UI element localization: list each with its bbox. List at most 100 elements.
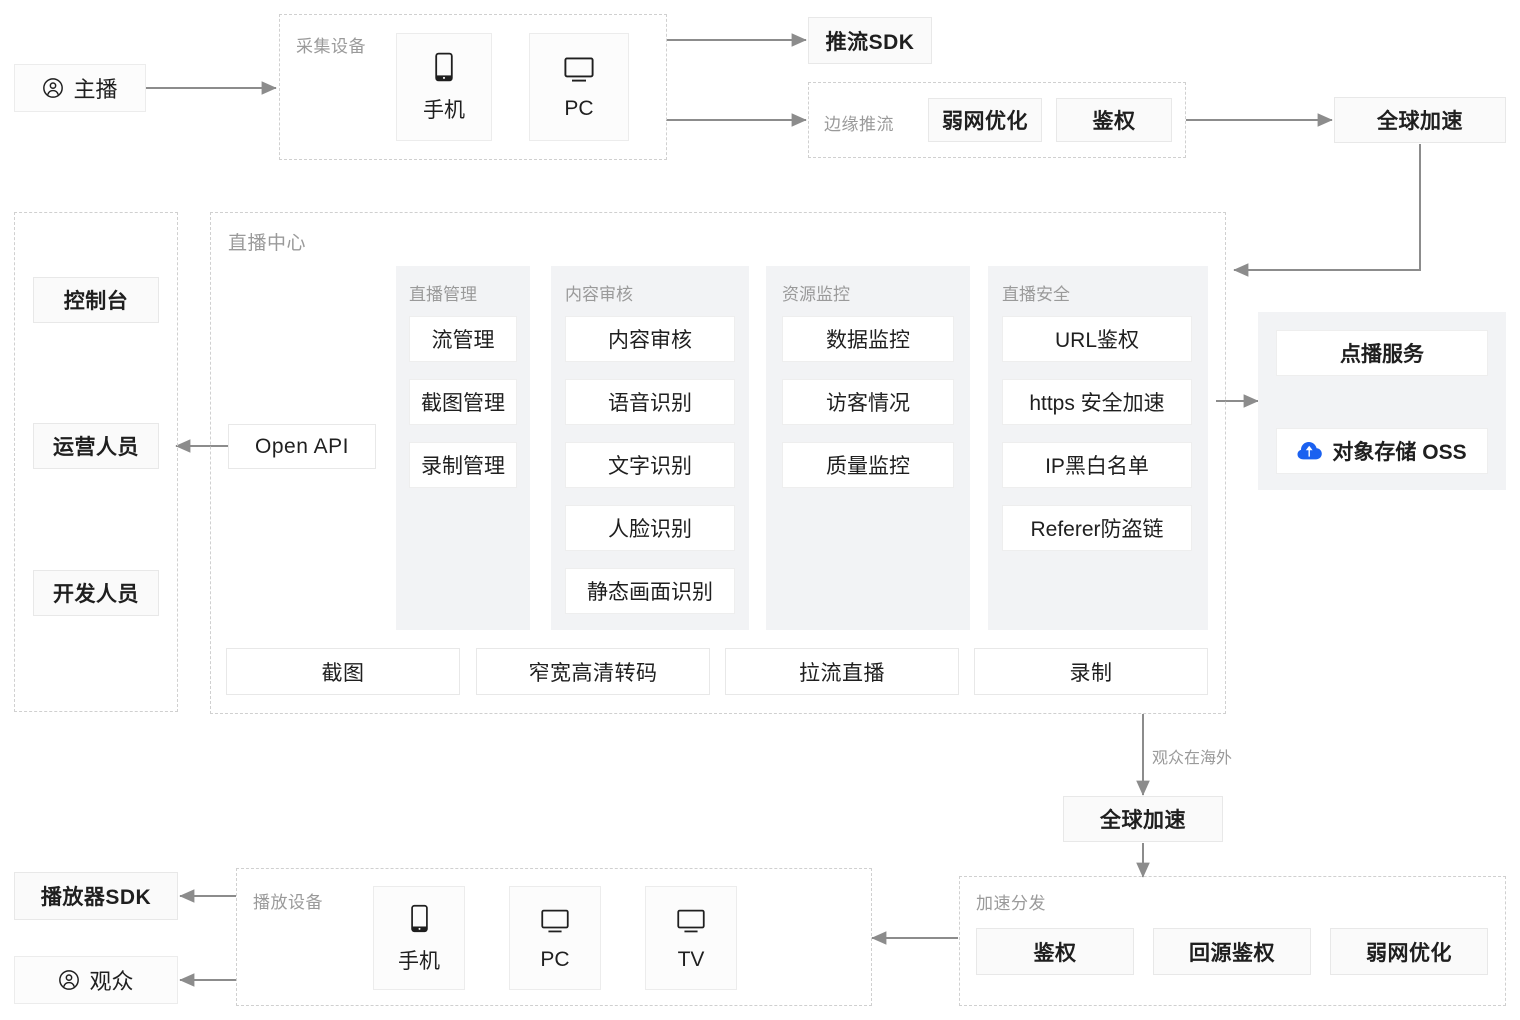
distribution-item-origin-auth-label: 回源鉴权 [1189,941,1275,965]
capture-device-pc[interactable]: PC [529,33,629,141]
live-security-item-referer[interactable]: Referer防盗链 [1002,505,1192,551]
global-accel-top-node[interactable]: 全球加速 [1334,97,1506,143]
live-mgmt-item-snapshot-label: 截图管理 [421,392,505,415]
mobile-icon [434,50,454,84]
playback-device-pc-label: PC [540,948,570,971]
live-security-item-https-label: https 安全加速 [1029,392,1165,415]
edge-push-item-weak-net-label: 弱网优化 [942,110,1028,133]
capture-device-mobile[interactable]: 手机 [396,33,492,141]
playback-device-tv[interactable]: TV [645,886,737,990]
live-mgmt-item-stream-label: 流管理 [431,329,495,352]
user-circle-icon [42,77,64,99]
live-security-item-referer-label: Referer防盗链 [1030,518,1164,541]
live-center-footer-snapshot-label: 截图 [321,661,365,685]
live-center-footer-pull-stream-label: 拉流直播 [799,661,885,685]
edge-push-group-label: 边缘推流 [824,115,894,134]
content-audit-item-ocr[interactable]: 文字识别 [565,442,735,488]
live-center-footer-record[interactable]: 录制 [974,648,1208,695]
content-audit-item-review[interactable]: 内容审核 [565,316,735,362]
edge-push-item-auth[interactable]: 鉴权 [1056,98,1172,142]
actor-viewer: 观众 [14,956,178,1004]
resource-monitor-item-visitors-label: 访客情况 [826,392,910,415]
live-mgmt-item-record-label: 录制管理 [421,455,505,478]
live-center-footer-record-label: 录制 [1069,661,1113,685]
global-accel-top-label: 全球加速 [1377,110,1463,133]
content-audit-item-ocr-label: 文字识别 [608,455,692,478]
monitor-icon [563,53,595,87]
actor-viewer-label: 观众 [89,969,134,994]
sidebar-item-console-label: 控制台 [63,290,129,313]
live-mgmt-item-stream[interactable]: 流管理 [409,316,517,362]
capture-device-mobile-label: 手机 [423,99,465,122]
live-mgmt-item-snapshot[interactable]: 截图管理 [409,379,517,425]
live-security-item-https[interactable]: https 安全加速 [1002,379,1192,425]
player-sdk-label: 播放器SDK [40,886,152,909]
actor-anchor: 主播 [14,64,146,112]
push-sdk-node[interactable]: 推流SDK [808,17,932,64]
global-accel-bottom-label: 全球加速 [1100,809,1186,832]
live-security-item-ip-list[interactable]: IP黑白名单 [1002,442,1192,488]
content-audit-item-asr-label: 语音识别 [608,392,692,415]
live-center-group-label: 直播中心 [228,233,307,254]
sidebar-item-operations[interactable]: 运营人员 [33,423,159,469]
distribution-item-origin-auth[interactable]: 回源鉴权 [1153,928,1311,975]
sidebar-item-developers-label: 开发人员 [53,583,139,606]
live-mgmt-item-record[interactable]: 录制管理 [409,442,517,488]
stakeholder-group [14,212,178,712]
monitor-icon [540,904,570,938]
playback-device-mobile[interactable]: 手机 [373,886,465,990]
playback-device-group [236,868,872,1006]
content-audit-item-static-frame[interactable]: 静态画面识别 [565,568,735,614]
sidebar-item-developers[interactable]: 开发人员 [33,570,159,616]
live-center-footer-snapshot[interactable]: 截图 [226,648,460,695]
live-center-column-resource-monitor-title: 资源监控 [782,285,850,304]
storage-item-vod[interactable]: 点播服务 [1276,330,1488,376]
live-center-footer-transcode-label: 窄宽高清转码 [528,661,658,685]
distribution-item-weak-net[interactable]: 弱网优化 [1330,928,1488,975]
storage-item-oss[interactable]: 对象存储 OSS [1276,428,1488,474]
capture-device-pc-label: PC [564,97,594,120]
distribution-item-auth[interactable]: 鉴权 [976,928,1134,975]
mobile-icon [410,901,429,935]
content-audit-item-review-label: 内容审核 [608,329,692,352]
live-center-footer-pull-stream[interactable]: 拉流直播 [725,648,959,695]
live-center-group [210,212,1226,714]
live-center-footer-transcode[interactable]: 窄宽高清转码 [476,648,710,695]
resource-monitor-item-quality[interactable]: 质量监控 [782,442,954,488]
distribution-item-weak-net-label: 弱网优化 [1366,941,1452,965]
playback-device-tv-label: TV [677,948,705,971]
sidebar-item-operations-label: 运营人员 [53,436,139,459]
resource-monitor-item-data[interactable]: 数据监控 [782,316,954,362]
live-security-item-ip-list-label: IP黑白名单 [1045,455,1149,478]
edge-push-group [808,82,1186,158]
storage-item-oss-label: 对象存储 OSS [1332,441,1467,464]
resource-monitor-item-data-label: 数据监控 [826,329,910,352]
content-audit-item-static-frame-label: 静态画面识别 [587,581,713,604]
storage-item-vod-label: 点播服务 [1340,343,1424,366]
sidebar-item-console[interactable]: 控制台 [33,277,159,323]
player-sdk-node[interactable]: 播放器SDK [14,872,178,920]
user-circle-icon [58,969,80,991]
open-api-node[interactable]: Open API [228,424,376,469]
capture-device-group [279,14,667,160]
open-api-label: Open API [255,434,349,458]
live-center-column-content-audit-title: 内容审核 [565,285,633,304]
playback-device-mobile-label: 手机 [398,950,440,973]
distribution-group-label: 加速分发 [976,894,1046,913]
content-audit-item-asr[interactable]: 语音识别 [565,379,735,425]
resource-monitor-item-quality-label: 质量监控 [826,455,910,478]
edge-push-item-weak-net[interactable]: 弱网优化 [928,98,1042,142]
resource-monitor-item-visitors[interactable]: 访客情况 [782,379,954,425]
oss-cloud-icon [1297,441,1323,461]
global-accel-bottom-node[interactable]: 全球加速 [1063,796,1223,842]
live-security-item-url-auth[interactable]: URL鉴权 [1002,316,1192,362]
live-center-column-live-mgmt-title: 直播管理 [409,285,477,304]
live-center-column-live-security-title: 直播安全 [1002,285,1070,304]
content-audit-item-face[interactable]: 人脸识别 [565,505,735,551]
actor-anchor-label: 主播 [73,77,118,102]
distribution-item-auth-label: 鉴权 [1033,941,1077,965]
playback-device-pc[interactable]: PC [509,886,601,990]
overseas-note: 观众在海外 [1152,750,1233,767]
push-sdk-label: 推流SDK [825,30,915,54]
